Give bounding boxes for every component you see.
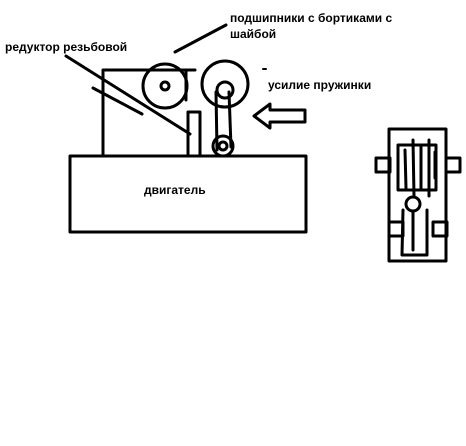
side-view-right-tab: [444, 156, 462, 174]
side-view-bar-1: [403, 148, 408, 190]
reducer-leader-line: [64, 54, 192, 136]
lever-wheel: [211, 134, 235, 158]
spring-force-label: усилие пружинки: [268, 78, 372, 92]
spring-lever-left: [214, 90, 219, 152]
side-view-bar-2: [411, 138, 416, 198]
bearing-left-outer: [141, 62, 189, 110]
bearing-right-inner: [215, 80, 235, 100]
motor-label: двигатель: [144, 183, 206, 197]
bearing-right-outer: [200, 59, 250, 109]
side-view-left-tab: [374, 156, 392, 174]
reducer-label: редуктор резьбовой: [5, 40, 128, 54]
side-view-pivot: [404, 195, 422, 213]
bearing-left-inner: [159, 80, 171, 92]
side-view-fork: [400, 208, 429, 257]
bearings-label-line-1: подшипники с бортиками с: [230, 11, 393, 25]
reducer-leader-line-2: [91, 86, 144, 116]
side-view-bottom-right-tab: [431, 220, 449, 238]
reducer-housing: [101, 68, 186, 158]
side-view-bottom-left-tab: [387, 220, 405, 238]
bearings-leader-line: [173, 23, 228, 54]
side-view-frame: [387, 127, 448, 263]
bearings-label: подшипники с бортиками с шайбой: [230, 10, 392, 42]
left-arrow-icon: [252, 102, 307, 130]
side-view-sketch: [374, 127, 462, 263]
bearings-label-line-2: шайбой: [230, 27, 277, 41]
lever-wheel-hub: [217, 140, 229, 152]
